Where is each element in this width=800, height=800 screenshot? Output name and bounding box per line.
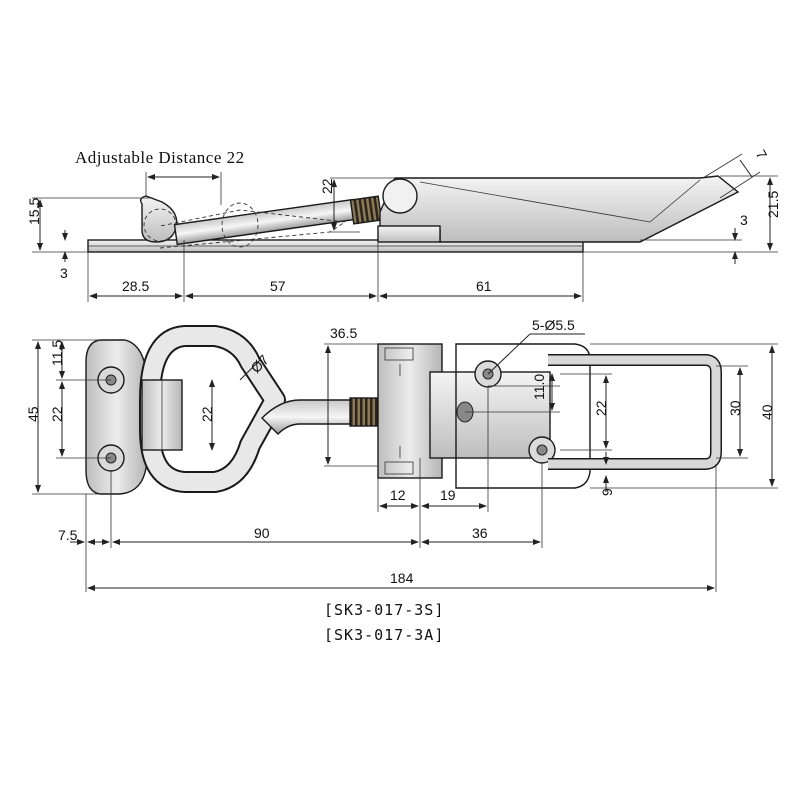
dim-22-side: 22 <box>319 178 335 194</box>
u-handle <box>548 354 722 470</box>
dim-7-5: 7.5 <box>58 527 78 543</box>
dim-22-left: 22 <box>49 406 65 422</box>
dim-184: 184 <box>390 570 414 586</box>
part-number-2: [SK3-017-3A] <box>324 626 444 644</box>
dim-3-right: 3 <box>740 212 748 228</box>
part-number-1: [SK3-017-3S] <box>324 601 444 619</box>
dim-15-5: 15.5 <box>26 198 42 225</box>
dim-9: 9 <box>599 488 615 496</box>
spring-side <box>349 195 383 225</box>
base-plate-top <box>455 343 591 489</box>
hook-plate <box>85 339 148 495</box>
dim-57: 57 <box>270 278 286 294</box>
dim-36-5: 36.5 <box>330 325 357 341</box>
dim-3-left: 3 <box>60 265 68 281</box>
dim-holes: 5-Ø5.5 <box>532 317 575 333</box>
side-view: Adjustable Distance 22 15.5 3 <box>26 147 781 302</box>
bracket-side <box>377 225 441 243</box>
dim-45: 45 <box>25 406 41 422</box>
dim-7-angle: 7 <box>753 147 771 162</box>
adjustable-distance-label: Adjustable Distance 22 <box>75 148 245 167</box>
dim-22-loop: 22 <box>199 406 215 422</box>
dim-40: 40 <box>759 404 775 420</box>
dim-12: 12 <box>390 487 406 503</box>
dim-21-5: 21.5 <box>765 191 781 218</box>
dim-90: 90 <box>254 525 270 541</box>
dim-11-5: 11.5 <box>49 340 65 366</box>
dim-30: 30 <box>727 400 743 416</box>
dim-36: 36 <box>472 525 488 541</box>
pivot-side <box>382 178 418 214</box>
dim-11-0: 11.0 <box>531 374 547 400</box>
dim-19: 19 <box>440 487 456 503</box>
top-view: 45 11.5 22 22 Ø7 36.5 5-Ø5.5 11.0 22 <box>25 317 778 592</box>
dim-61: 61 <box>476 278 492 294</box>
dim-22-right: 22 <box>593 400 609 416</box>
hook-end <box>139 195 178 243</box>
dim-28-5: 28.5 <box>122 278 149 294</box>
